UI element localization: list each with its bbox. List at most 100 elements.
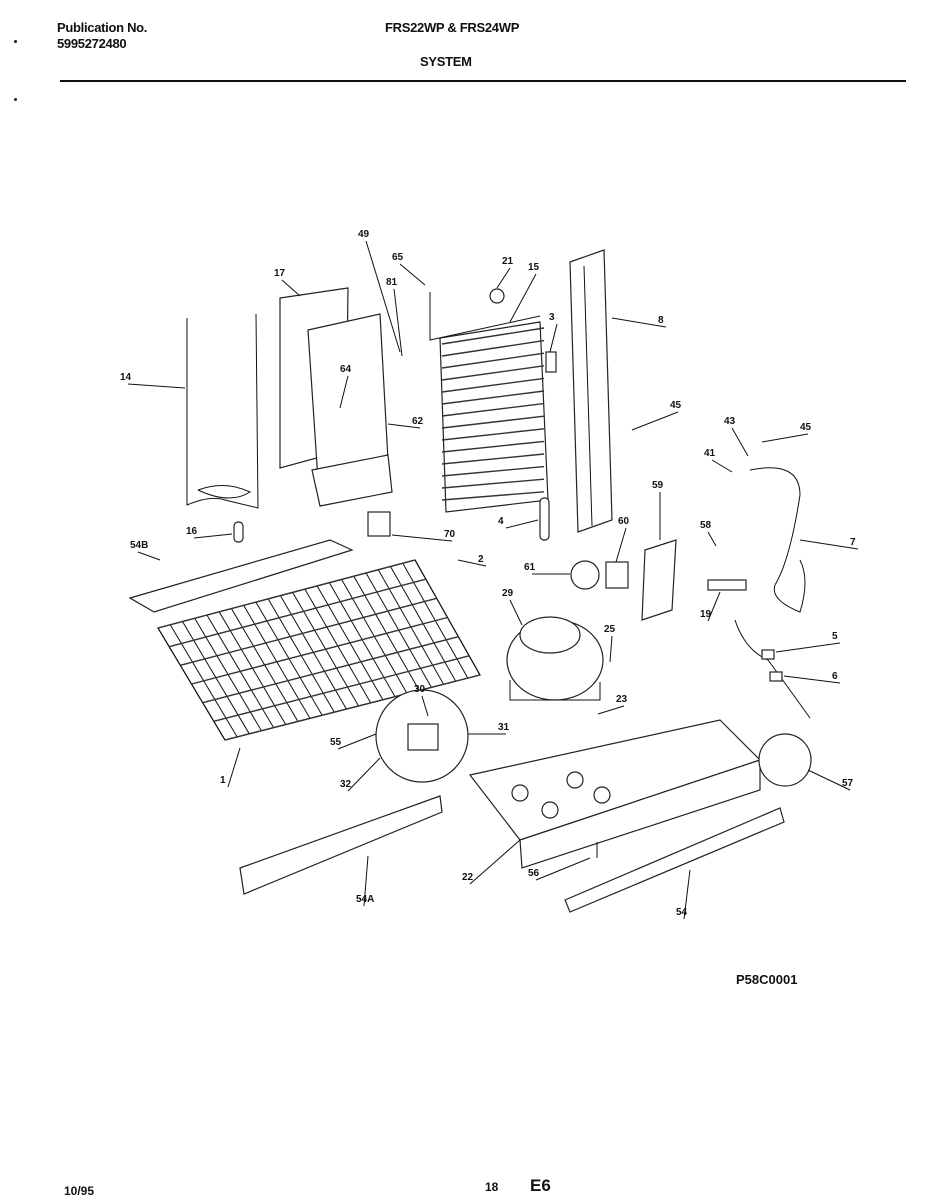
leader-line (799, 539, 859, 550)
leader-line (339, 375, 349, 409)
drawing-code: P58C0001 (736, 972, 798, 987)
callout-label: 16 (186, 526, 198, 537)
leader-line (683, 869, 691, 920)
callout-label: 65 (392, 252, 404, 263)
callout-label: 81 (386, 277, 398, 288)
part-rail-54 (564, 807, 785, 913)
callout-label: 8 (658, 315, 664, 326)
callout-label: 15 (528, 262, 540, 273)
callout-label: 3 (549, 312, 555, 323)
model-title: FRS22WP & FRS24WP (385, 20, 520, 35)
callout-label: 4 (498, 516, 504, 527)
header-rule (60, 80, 906, 82)
callout-label: 59 (652, 480, 664, 491)
callout-label: 17 (274, 268, 286, 279)
part-evaporator (429, 292, 549, 513)
leader-line (711, 459, 733, 473)
part-harness (734, 619, 811, 719)
callout-label: 1 (220, 775, 226, 786)
part-clip (233, 521, 244, 543)
margin-dot-top (14, 40, 17, 43)
leader-line (731, 427, 749, 457)
leader-line (505, 519, 539, 529)
leader-line (707, 531, 717, 547)
leader-line (193, 533, 233, 539)
part-machine-base (468, 719, 762, 869)
margin-dot-bottom (14, 98, 17, 101)
part-evaporator-cover (307, 313, 389, 481)
callout-label: 57 (842, 778, 854, 789)
callout-label: 30 (414, 684, 426, 695)
part-thermostat (489, 288, 505, 304)
callout-label: 7 (850, 537, 856, 548)
callout-label: 64 (340, 364, 352, 375)
callout-label: 6 (832, 671, 838, 682)
leader-line (611, 317, 667, 328)
leader-line (615, 527, 627, 563)
part-side-channel (569, 249, 613, 533)
part-relay (407, 723, 439, 751)
leader-line (775, 642, 841, 653)
part-grommet-detail (758, 733, 812, 787)
callout-label: 21 (502, 256, 514, 267)
leader-line (227, 747, 241, 788)
part-power-cord (749, 467, 806, 613)
part-bracket-54b (128, 539, 354, 613)
part-wire-loop (197, 485, 252, 499)
part-bracket (545, 351, 557, 373)
leader-line (347, 757, 381, 792)
leader-line (127, 383, 186, 389)
callout-label: 41 (704, 448, 716, 459)
callout-label: 56 (528, 868, 540, 879)
part-compressor (506, 616, 604, 701)
callout-label: 43 (724, 416, 736, 427)
callout-label: 29 (502, 588, 514, 599)
callout-label: 70 (444, 529, 456, 540)
callout-label: 54 (676, 907, 688, 918)
revision-date: 10/95 (64, 1184, 95, 1198)
leader-line (783, 675, 841, 684)
part-fan-blade (570, 560, 600, 590)
page-number: 18 (485, 1180, 499, 1194)
callout-label: 2 (478, 554, 484, 565)
leader-line (509, 273, 537, 323)
leader-line (469, 839, 521, 885)
leader-line (597, 705, 625, 715)
section-code: E6 (530, 1176, 551, 1195)
callout-label: 61 (524, 562, 536, 573)
callout-label: 31 (498, 722, 510, 733)
leader-line (761, 433, 809, 443)
callout-label: 49 (358, 229, 370, 240)
leader-line (609, 635, 613, 663)
publication-block: Publication No. 5995272480 (57, 20, 147, 52)
leader-line (281, 279, 301, 297)
callout-label: 5 (832, 631, 838, 642)
callout-label: 32 (340, 779, 352, 790)
section-title: SYSTEM (420, 54, 472, 69)
callout-label: 23 (616, 694, 628, 705)
part-cover-tray (311, 454, 393, 507)
callout-label: 22 (462, 872, 474, 883)
callout-label: 25 (604, 624, 616, 635)
leader-line (399, 263, 426, 286)
part-condenser-coil (157, 559, 481, 741)
part-tube (707, 579, 747, 591)
callout-label: 14 (120, 372, 132, 383)
part-rail-54a (239, 795, 443, 895)
leader-line (391, 534, 453, 542)
callout-label: 58 (700, 520, 712, 531)
leader-line (363, 855, 369, 907)
callout-label: 45 (800, 422, 812, 433)
leader-line (365, 240, 401, 353)
part-fan-motor (605, 561, 629, 589)
callout-label: 19 (700, 609, 712, 620)
leader-line (549, 323, 558, 353)
leader-line (707, 591, 721, 622)
callout-label: 54A (356, 894, 374, 905)
leader-line (535, 857, 591, 881)
leader-line (421, 695, 429, 717)
part-connector-6 (769, 671, 783, 682)
callout-label: 60 (618, 516, 630, 527)
callout-label: 62 (412, 416, 424, 427)
